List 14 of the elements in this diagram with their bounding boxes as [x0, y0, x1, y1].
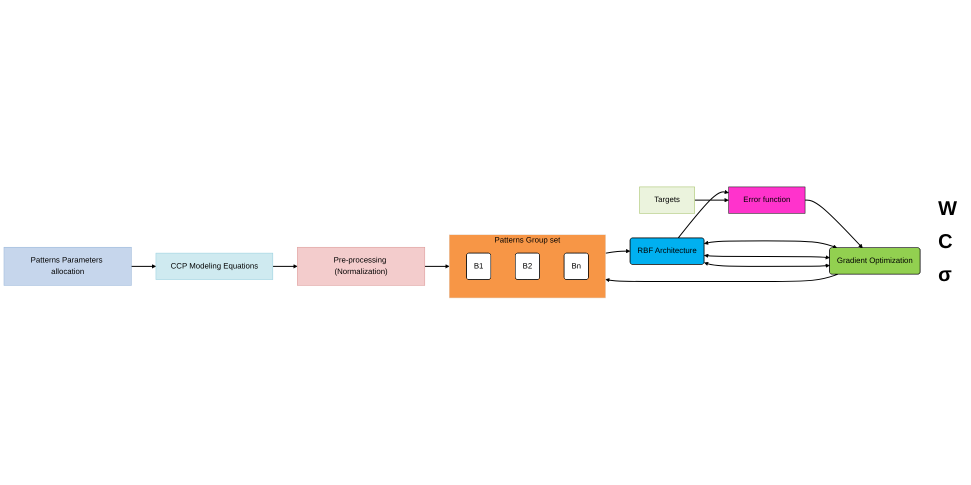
arrow — [130, 264, 156, 269]
arrow — [694, 198, 729, 202]
arrow — [424, 264, 450, 269]
arrow — [605, 249, 630, 254]
arrow — [704, 240, 838, 249]
arrow — [678, 190, 729, 239]
arrow — [605, 274, 838, 282]
parameter-label: σ — [938, 264, 953, 287]
arrow — [272, 264, 298, 269]
parameter-label: W — [938, 198, 957, 221]
arrow — [804, 200, 863, 248]
arrow — [704, 262, 830, 268]
arrow — [704, 254, 830, 260]
parameter-label: C — [938, 231, 954, 254]
